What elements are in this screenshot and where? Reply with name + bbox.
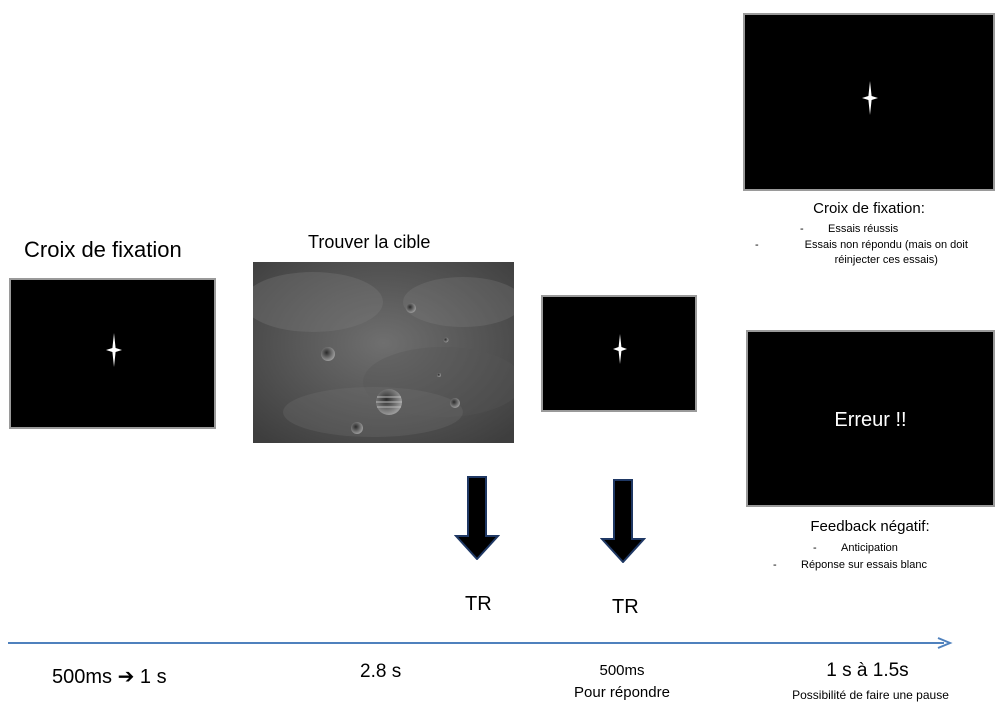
response-arrow-2	[600, 479, 646, 563]
timeline-arrow	[8, 637, 953, 649]
list-item: - Essais non répondu (mais on doit réinj…	[755, 239, 968, 266]
stage4-duration: 1 s à 1.5s	[826, 660, 909, 681]
distractor-sphere	[450, 398, 460, 408]
fixation-screen-3	[743, 13, 995, 191]
distractor-sphere	[443, 337, 449, 343]
stage2-duration: 2.8 s	[360, 661, 402, 682]
fixation-screen-2	[541, 295, 697, 412]
list-item: -Anticipation	[813, 542, 898, 554]
response-arrow-1	[454, 476, 500, 560]
stage3-duration: 500ms	[599, 662, 645, 679]
list-item: -Essais réussis	[800, 223, 899, 235]
stage4-sub: Possibilité de faire une pause	[792, 688, 949, 702]
stage4-feedback-title: Feedback négatif:	[810, 518, 930, 535]
fixation-cross-icon	[862, 81, 878, 115]
fixation-screen-1	[9, 278, 216, 429]
distractor-sphere	[406, 303, 416, 313]
fixation-cross-icon	[106, 333, 122, 367]
error-text: Erreur !!	[834, 409, 907, 431]
stage3-sub: Pour répondre	[574, 684, 670, 701]
tr-label-1: TR	[465, 593, 492, 615]
stage1-title: Croix de fixation	[24, 237, 182, 262]
target-sphere	[376, 389, 402, 415]
distractor-sphere	[437, 373, 441, 377]
list-item: -Réponse sur essais blanc	[773, 559, 927, 571]
distractor-sphere	[351, 422, 363, 434]
target-search-image	[253, 262, 514, 443]
stage2-title: Trouver la cible	[308, 232, 431, 252]
stage1-duration: 500ms ➔ 1 s	[52, 666, 167, 688]
distractor-sphere	[321, 347, 335, 361]
stage4-fixation-title: Croix de fixation:	[813, 200, 925, 217]
tr-label-2: TR	[612, 596, 639, 618]
stage4-feedback-list: -Anticipation -Réponse sur essais blanc	[768, 541, 993, 573]
error-feedback-screen: Erreur !!	[746, 330, 995, 507]
fixation-cross-icon	[613, 334, 627, 364]
stage4-fixation-list: -Essais réussis - Essais non répondu (ma…	[755, 222, 980, 268]
